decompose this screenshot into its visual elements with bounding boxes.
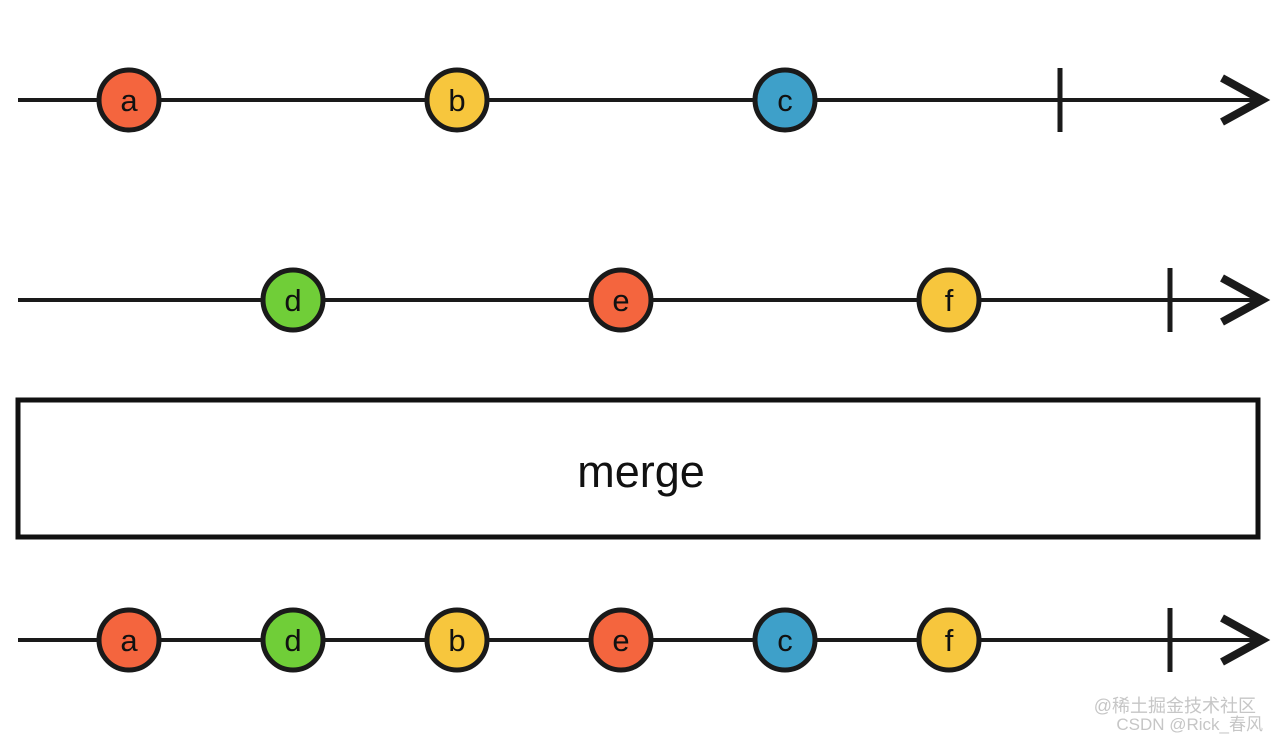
marble-label: d [284,283,301,318]
marble-f: f [916,607,982,673]
marble-e: e [588,607,654,673]
marble-a: a [96,607,162,673]
marble-label: a [120,83,138,118]
marble-circle [916,267,982,333]
arrowhead-icon [1220,614,1271,666]
marble-b: b [424,67,490,133]
marble-circle [588,607,654,673]
marble-label: f [945,623,954,658]
marble-circle [752,607,818,673]
marble-circle [260,267,326,333]
arrowhead-icon [1220,274,1271,326]
marble-label: f [945,283,954,318]
marble-c: c [752,67,818,133]
marble-c: c [752,607,818,673]
marble-a: a [96,67,162,133]
marble-circle [588,267,654,333]
marble-circle [424,607,490,673]
output-timeline: a d b e c f [18,607,1271,673]
operator: merge [15,397,1261,540]
marble-circle [96,67,162,133]
marble-label: e [612,623,629,658]
arrowhead-icon [1220,74,1271,126]
source-timeline-2: d e f [18,267,1271,333]
marble-circle [752,67,818,133]
watermark: @稀土掘金技术社区 CSDN @Rick_春风 [1094,696,1263,734]
marble-label: e [612,283,629,318]
marble-label: c [777,623,793,658]
watermark-line1: @稀土掘金技术社区 [1094,696,1256,716]
operator-box [15,397,1261,540]
source-timeline-1: a b c [18,67,1271,133]
marble-label: b [448,83,465,118]
marble-circle [260,607,326,673]
watermark-line2: CSDN @Rick_春风 [1116,715,1263,734]
marble-label: c [777,83,793,118]
marble-circle [916,607,982,673]
operator-label: merge [577,446,705,497]
marble-b: b [424,607,490,673]
marble-f: f [916,267,982,333]
marble-label: a [120,623,138,658]
marble-e: e [588,267,654,333]
marble-circle [424,67,490,133]
marble-d: d [260,267,326,333]
marble-label: d [284,623,301,658]
marble-label: b [448,623,465,658]
marble-circle [96,607,162,673]
marble-d: d [260,607,326,673]
